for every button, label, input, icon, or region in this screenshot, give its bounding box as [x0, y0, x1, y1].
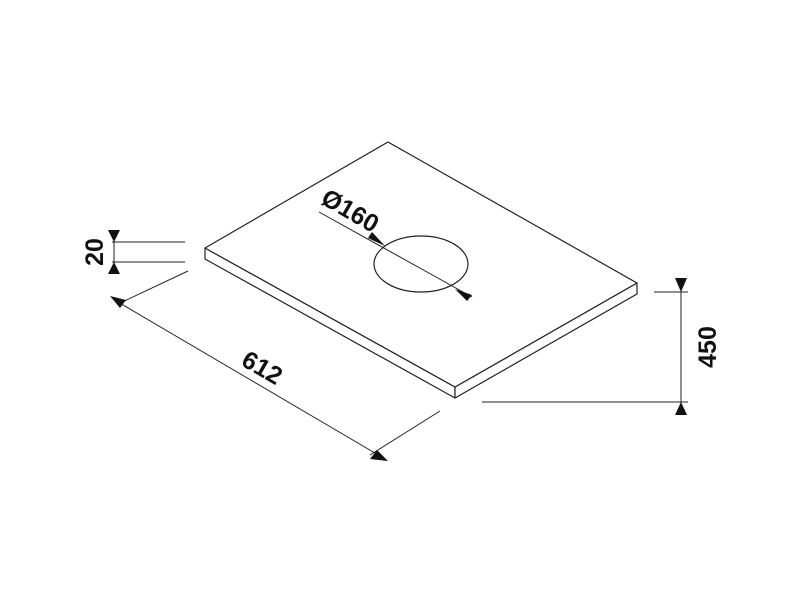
width-extension-left: [117, 270, 189, 305]
hole-diameter-leader: [318, 211, 473, 298]
width-arrow-right: [370, 450, 388, 461]
thickness-label: 20: [81, 238, 109, 266]
depth-dimension: 450: [482, 278, 722, 415]
thickness-arrow-bottom: [108, 262, 120, 274]
hole-diameter-arrow-right: [455, 289, 472, 301]
depth-arrow-top: [675, 278, 687, 292]
hole-diameter-arrow-left: [368, 232, 385, 246]
thickness-arrow-top: [108, 230, 120, 242]
width-extension-right: [369, 410, 441, 456]
thickness-dimension: 20: [81, 230, 185, 274]
width-label: 612: [237, 346, 287, 391]
width-arrow-left: [110, 296, 126, 308]
depth-label: 450: [694, 326, 722, 368]
width-dimension-line: [117, 301, 381, 457]
depth-arrow-bottom: [675, 402, 687, 415]
hole-cutout: [373, 235, 469, 293]
